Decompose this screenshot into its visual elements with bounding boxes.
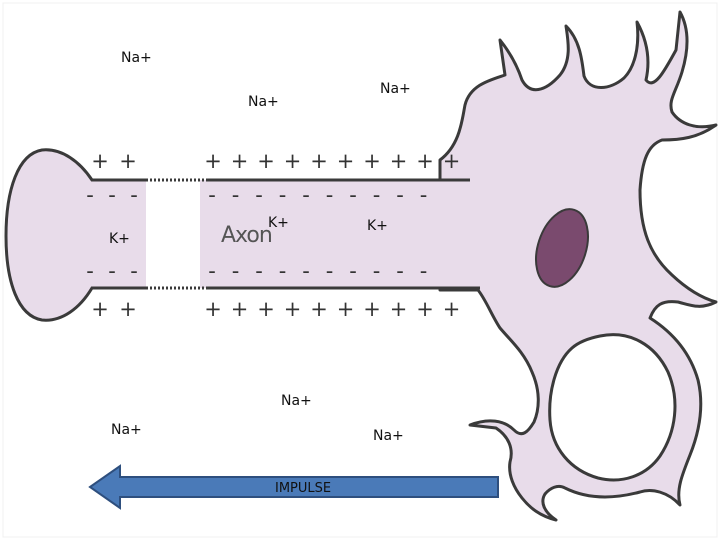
minus-sign: - [130, 259, 138, 283]
plus-sign: + [337, 297, 355, 321]
minus-sign: - [130, 183, 138, 207]
minus-sign: - [208, 259, 216, 283]
ion-label-k: K+ [109, 231, 130, 247]
minus-sign: - [373, 183, 381, 207]
minus-sign: - [302, 259, 310, 283]
axon-label: Axon [221, 223, 272, 248]
minus-sign: - [396, 259, 404, 283]
plus-sign: + [231, 297, 249, 321]
minus-sign: - [349, 183, 357, 207]
ion-label-na: Na+ [281, 393, 312, 409]
ion-label-na: Na+ [111, 422, 142, 438]
ion-label-na: Na+ [121, 50, 152, 66]
minus-sign: - [232, 183, 240, 207]
ion-label-k: K+ [367, 218, 388, 234]
plus-sign: + [390, 149, 408, 173]
ion-label-na: Na+ [248, 94, 279, 110]
minus-sign: - [208, 183, 216, 207]
frame [2, 2, 718, 538]
dendrite-loop-hole [548, 333, 677, 482]
plus-signs-top: + + + + + + + + + + + + [91, 149, 460, 173]
plus-sign: + [443, 149, 461, 173]
plus-sign: + [310, 297, 328, 321]
plus-sign: + [363, 149, 381, 173]
minus-sign: - [255, 259, 263, 283]
minus-sign: - [86, 259, 94, 283]
minus-signs-bottom: ------------- [86, 259, 427, 283]
plus-sign: + [337, 149, 355, 173]
minus-sign: - [255, 183, 263, 207]
minus-sign: - [232, 259, 240, 283]
minus-sign: - [420, 259, 428, 283]
plus-sign: + [257, 149, 275, 173]
plus-sign: + [91, 297, 109, 321]
plus-sign: + [284, 297, 302, 321]
axon-terminal-fill [90, 182, 146, 286]
plus-sign: + [443, 297, 461, 321]
minus-sign: - [279, 183, 287, 207]
plus-signs-bottom: + + + + + + + + + + + + [91, 297, 460, 321]
minus-sign: - [279, 259, 287, 283]
plus-sign: + [119, 149, 137, 173]
minus-sign: - [86, 183, 94, 207]
plus-sign: + [119, 297, 137, 321]
plus-sign: + [390, 297, 408, 321]
plus-sign: + [231, 149, 249, 173]
ion-label-k: K+ [268, 215, 289, 231]
plus-sign: + [204, 149, 222, 173]
minus-sign: - [108, 183, 116, 207]
minus-sign: - [349, 259, 357, 283]
plus-sign: + [204, 297, 222, 321]
ion-label-na: Na+ [373, 428, 404, 444]
minus-sign: - [373, 259, 381, 283]
minus-sign: - [326, 183, 334, 207]
minus-signs-top: ------------- [86, 183, 427, 207]
plus-sign: + [363, 297, 381, 321]
plus-sign: + [91, 149, 109, 173]
axon-right-segment [200, 180, 480, 288]
minus-sign: - [396, 183, 404, 207]
ion-label-na: Na+ [380, 81, 411, 97]
plus-sign: + [416, 297, 434, 321]
minus-sign: - [326, 259, 334, 283]
plus-sign: + [416, 149, 434, 173]
minus-sign: - [420, 183, 428, 207]
minus-sign: - [302, 183, 310, 207]
plus-sign: + [284, 149, 302, 173]
impulse-arrow [88, 464, 499, 510]
plus-sign: + [310, 149, 328, 173]
impulse-label: IMPULSE [275, 481, 331, 496]
minus-sign: - [108, 259, 116, 283]
plus-sign: + [257, 297, 275, 321]
nucleus [535, 208, 589, 288]
